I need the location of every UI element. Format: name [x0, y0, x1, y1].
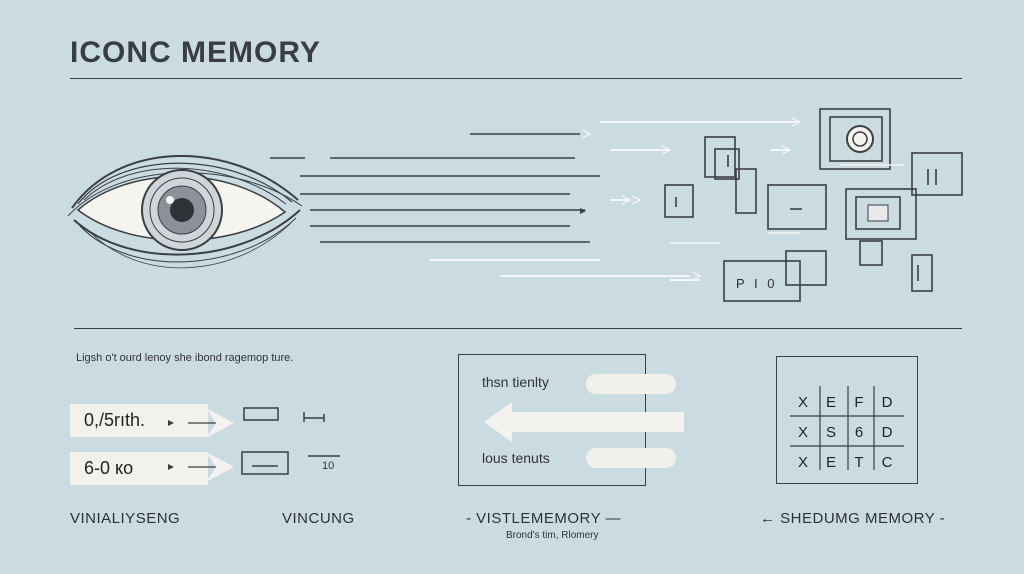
short-memory-box — [776, 356, 918, 484]
visual-memory-text: VISTLEMEMORY — [476, 510, 601, 527]
grid-row: X E T C — [790, 454, 900, 484]
chip-arrows — [168, 407, 340, 482]
memory-grid: X E F D X S 6 D X E T C — [790, 394, 900, 484]
flow-lines — [270, 117, 802, 281]
grid-cell: T — [854, 454, 864, 471]
label-short-memory: ← SHEDUMG MEMORY - — [760, 510, 945, 527]
grid-cell: X — [797, 454, 808, 471]
dash-left: - — [466, 510, 477, 527]
grid-cell: E — [825, 454, 836, 471]
left-arrow-icon — [484, 402, 684, 442]
label-encoding: VINCUNG — [282, 510, 355, 527]
grid-cell: 6 — [854, 424, 864, 441]
grid-cell: E — [825, 394, 836, 411]
grid-row: X S 6 D — [790, 424, 900, 454]
grid-cell: C — [881, 454, 893, 471]
grid-cell: F — [854, 394, 864, 411]
chip-sensory-1: 0,/5rıth. — [70, 404, 208, 437]
grid-cell: D — [881, 424, 893, 441]
title-divider — [70, 78, 962, 79]
label-visual-memory: - VISTLEMEMORY — — [466, 510, 621, 527]
page-title: ICONC MEMORY — [70, 36, 321, 69]
eye-icon — [67, 154, 303, 269]
grid-cell: S — [825, 424, 836, 441]
visual-bottom-text: lous tenuts — [482, 450, 550, 466]
arrow-left: ← — [760, 510, 781, 527]
memory-icon-cluster — [664, 108, 963, 302]
label-sensory: VINIALIYSENG — [70, 510, 181, 527]
caption-text: Ligsh o't ourd lenoy she ibond ragemop t… — [76, 352, 294, 364]
dash-right: — — [600, 510, 621, 527]
chip-sensory-2: 6-0 ко — [70, 452, 208, 485]
visual-bottom-pill — [586, 448, 676, 468]
visual-memory-sublabel: Brond's tim, Rlomery — [506, 530, 599, 541]
mini-label: 10 — [322, 460, 335, 472]
dash-end: - — [934, 510, 946, 527]
section-divider — [74, 328, 962, 329]
grid-row: X E F D — [790, 394, 900, 424]
grid-cell: D — [881, 394, 893, 411]
grid-cell: X — [797, 394, 808, 411]
short-memory-text: SHEDUMG MEMORY — [780, 510, 935, 527]
icon-panel-label: P I 0 — [736, 276, 778, 291]
visual-top-pill — [586, 374, 676, 394]
visual-top-text: thsn tienlty — [482, 374, 549, 390]
grid-lines — [790, 386, 904, 470]
grid-cell: X — [797, 424, 808, 441]
